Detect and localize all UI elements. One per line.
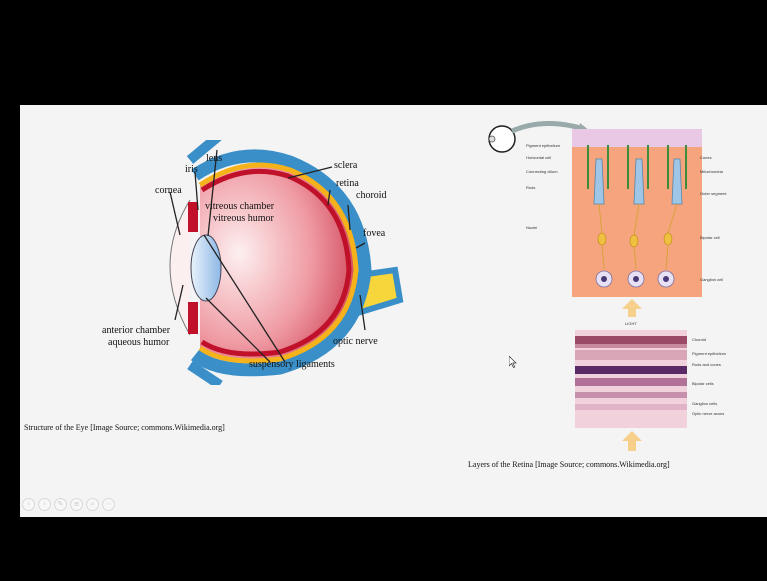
histology-label: Ganglion cells bbox=[692, 401, 717, 406]
label-retina: retina bbox=[336, 178, 359, 189]
retina-label-left: Nuclei bbox=[526, 225, 537, 230]
label-fovea: fovea bbox=[363, 228, 385, 239]
label-lens: lens bbox=[206, 153, 222, 164]
zoom-icon[interactable]: ⌕ bbox=[86, 498, 99, 511]
retina-cell-diagram bbox=[572, 129, 702, 297]
retina-label-right: Mitochondria bbox=[700, 169, 723, 174]
retina-label-right: Outer segment bbox=[700, 191, 726, 196]
slide: lens iris cornea sclera retina choroid v… bbox=[20, 105, 767, 517]
slide-toolbar: ‹ › ✎ ≡ ⌕ ⋯ bbox=[22, 498, 115, 511]
label-vitreous-chamber: vitreous chamber bbox=[205, 201, 274, 212]
next-icon[interactable]: › bbox=[38, 498, 51, 511]
label-suspensory-ligaments: suspensory ligaments bbox=[249, 359, 335, 370]
retina-label-right: Ganglion cell bbox=[700, 277, 723, 282]
retina-label-left: Rods bbox=[526, 185, 535, 190]
retina-label-right: Bipolar cell bbox=[700, 235, 720, 240]
label-optic-nerve: optic nerve bbox=[333, 336, 378, 347]
iris-shape bbox=[188, 202, 198, 232]
menu-icon[interactable]: ≡ bbox=[70, 498, 83, 511]
cornea-shape bbox=[170, 200, 190, 335]
light-arrow-icon bbox=[622, 299, 642, 317]
eye-caption: Structure of the Eye [Image Source; comm… bbox=[24, 423, 225, 432]
retina-label-left: Pigment epithelium bbox=[526, 143, 560, 148]
more-icon[interactable]: ⋯ bbox=[102, 498, 115, 511]
previous-icon[interactable]: ‹ bbox=[22, 498, 35, 511]
retina-histology-image bbox=[575, 330, 687, 428]
histology-label: Rods and cones bbox=[692, 362, 721, 367]
lens-shape bbox=[191, 235, 221, 301]
label-anterior-chamber: anterior chamber bbox=[102, 325, 170, 336]
mouse-cursor-icon bbox=[509, 356, 517, 368]
label-sclera: sclera bbox=[334, 160, 357, 171]
label-cornea: cornea bbox=[155, 185, 182, 196]
eye-diagram bbox=[120, 140, 410, 385]
label-choroid: choroid bbox=[356, 190, 387, 201]
pen-icon[interactable]: ✎ bbox=[54, 498, 67, 511]
retina-label-left: Horizontal cell bbox=[526, 155, 551, 160]
label-aqueous-humor: aqueous humor bbox=[108, 337, 169, 348]
histology-label: Choroid bbox=[692, 337, 706, 342]
retina-caption: Layers of the Retina [Image Source; comm… bbox=[468, 460, 670, 469]
label-vitreous-humor: vitreous humor bbox=[213, 213, 274, 224]
light-label: LIGHT bbox=[625, 321, 637, 326]
histology-label: Optic nerve axons bbox=[692, 411, 724, 416]
light-arrow-bottom-icon bbox=[622, 431, 642, 451]
retina-label-left: Connecting cilium bbox=[526, 169, 558, 174]
histology-label: Bipolar cells bbox=[692, 381, 714, 386]
label-iris: iris bbox=[185, 164, 198, 175]
retina-label-right: Cones bbox=[700, 155, 712, 160]
histology-label: Pigment epithelium bbox=[692, 351, 726, 356]
